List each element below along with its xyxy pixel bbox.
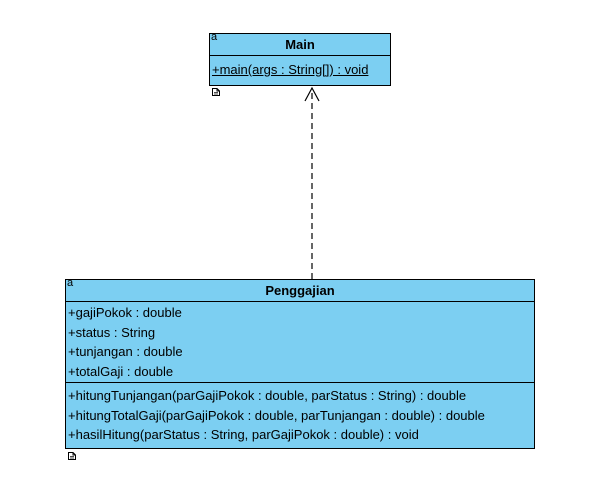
dependency-arrowhead xyxy=(304,86,320,102)
class-main[interactable]: a Main +main(args : String[]) : void xyxy=(209,31,391,86)
operation-item: +hitungTotalGaji(parGajiPokok : double, … xyxy=(68,407,485,423)
class-name: Penggajian xyxy=(265,283,335,298)
attribute-item: +gajiPokok : double xyxy=(68,305,182,320)
class-header: a Main xyxy=(210,31,390,56)
class-stereotype-icon: a xyxy=(67,277,74,289)
operations-compartment: +main(args : String[]) : void xyxy=(210,56,390,84)
attribute-item: +tunjangan : double xyxy=(68,344,183,359)
document-icon xyxy=(68,452,76,460)
class-penggajian[interactable]: a Penggajian +gajiPokok : double +status… xyxy=(65,277,535,449)
operation-item: +hitungTunjangan(parGajiPokok : double, … xyxy=(68,388,467,403)
attributes-compartment: +gajiPokok : double +status : String +tu… xyxy=(66,302,534,383)
class-stereotype-icon: a xyxy=(211,31,218,43)
operation-item: +hasilHitung(parStatus : String, parGaji… xyxy=(68,427,419,442)
document-icon xyxy=(212,88,220,96)
operation-item: +main(args : String[]) : void xyxy=(212,62,369,77)
attribute-item: +totalGaji : double xyxy=(68,363,174,379)
class-header: a Penggajian xyxy=(66,277,534,302)
attribute-item: +status : String xyxy=(68,324,156,340)
operations-compartment: +hitungTunjangan(parGajiPokok : double, … xyxy=(66,383,534,445)
class-name: Main xyxy=(285,37,315,52)
